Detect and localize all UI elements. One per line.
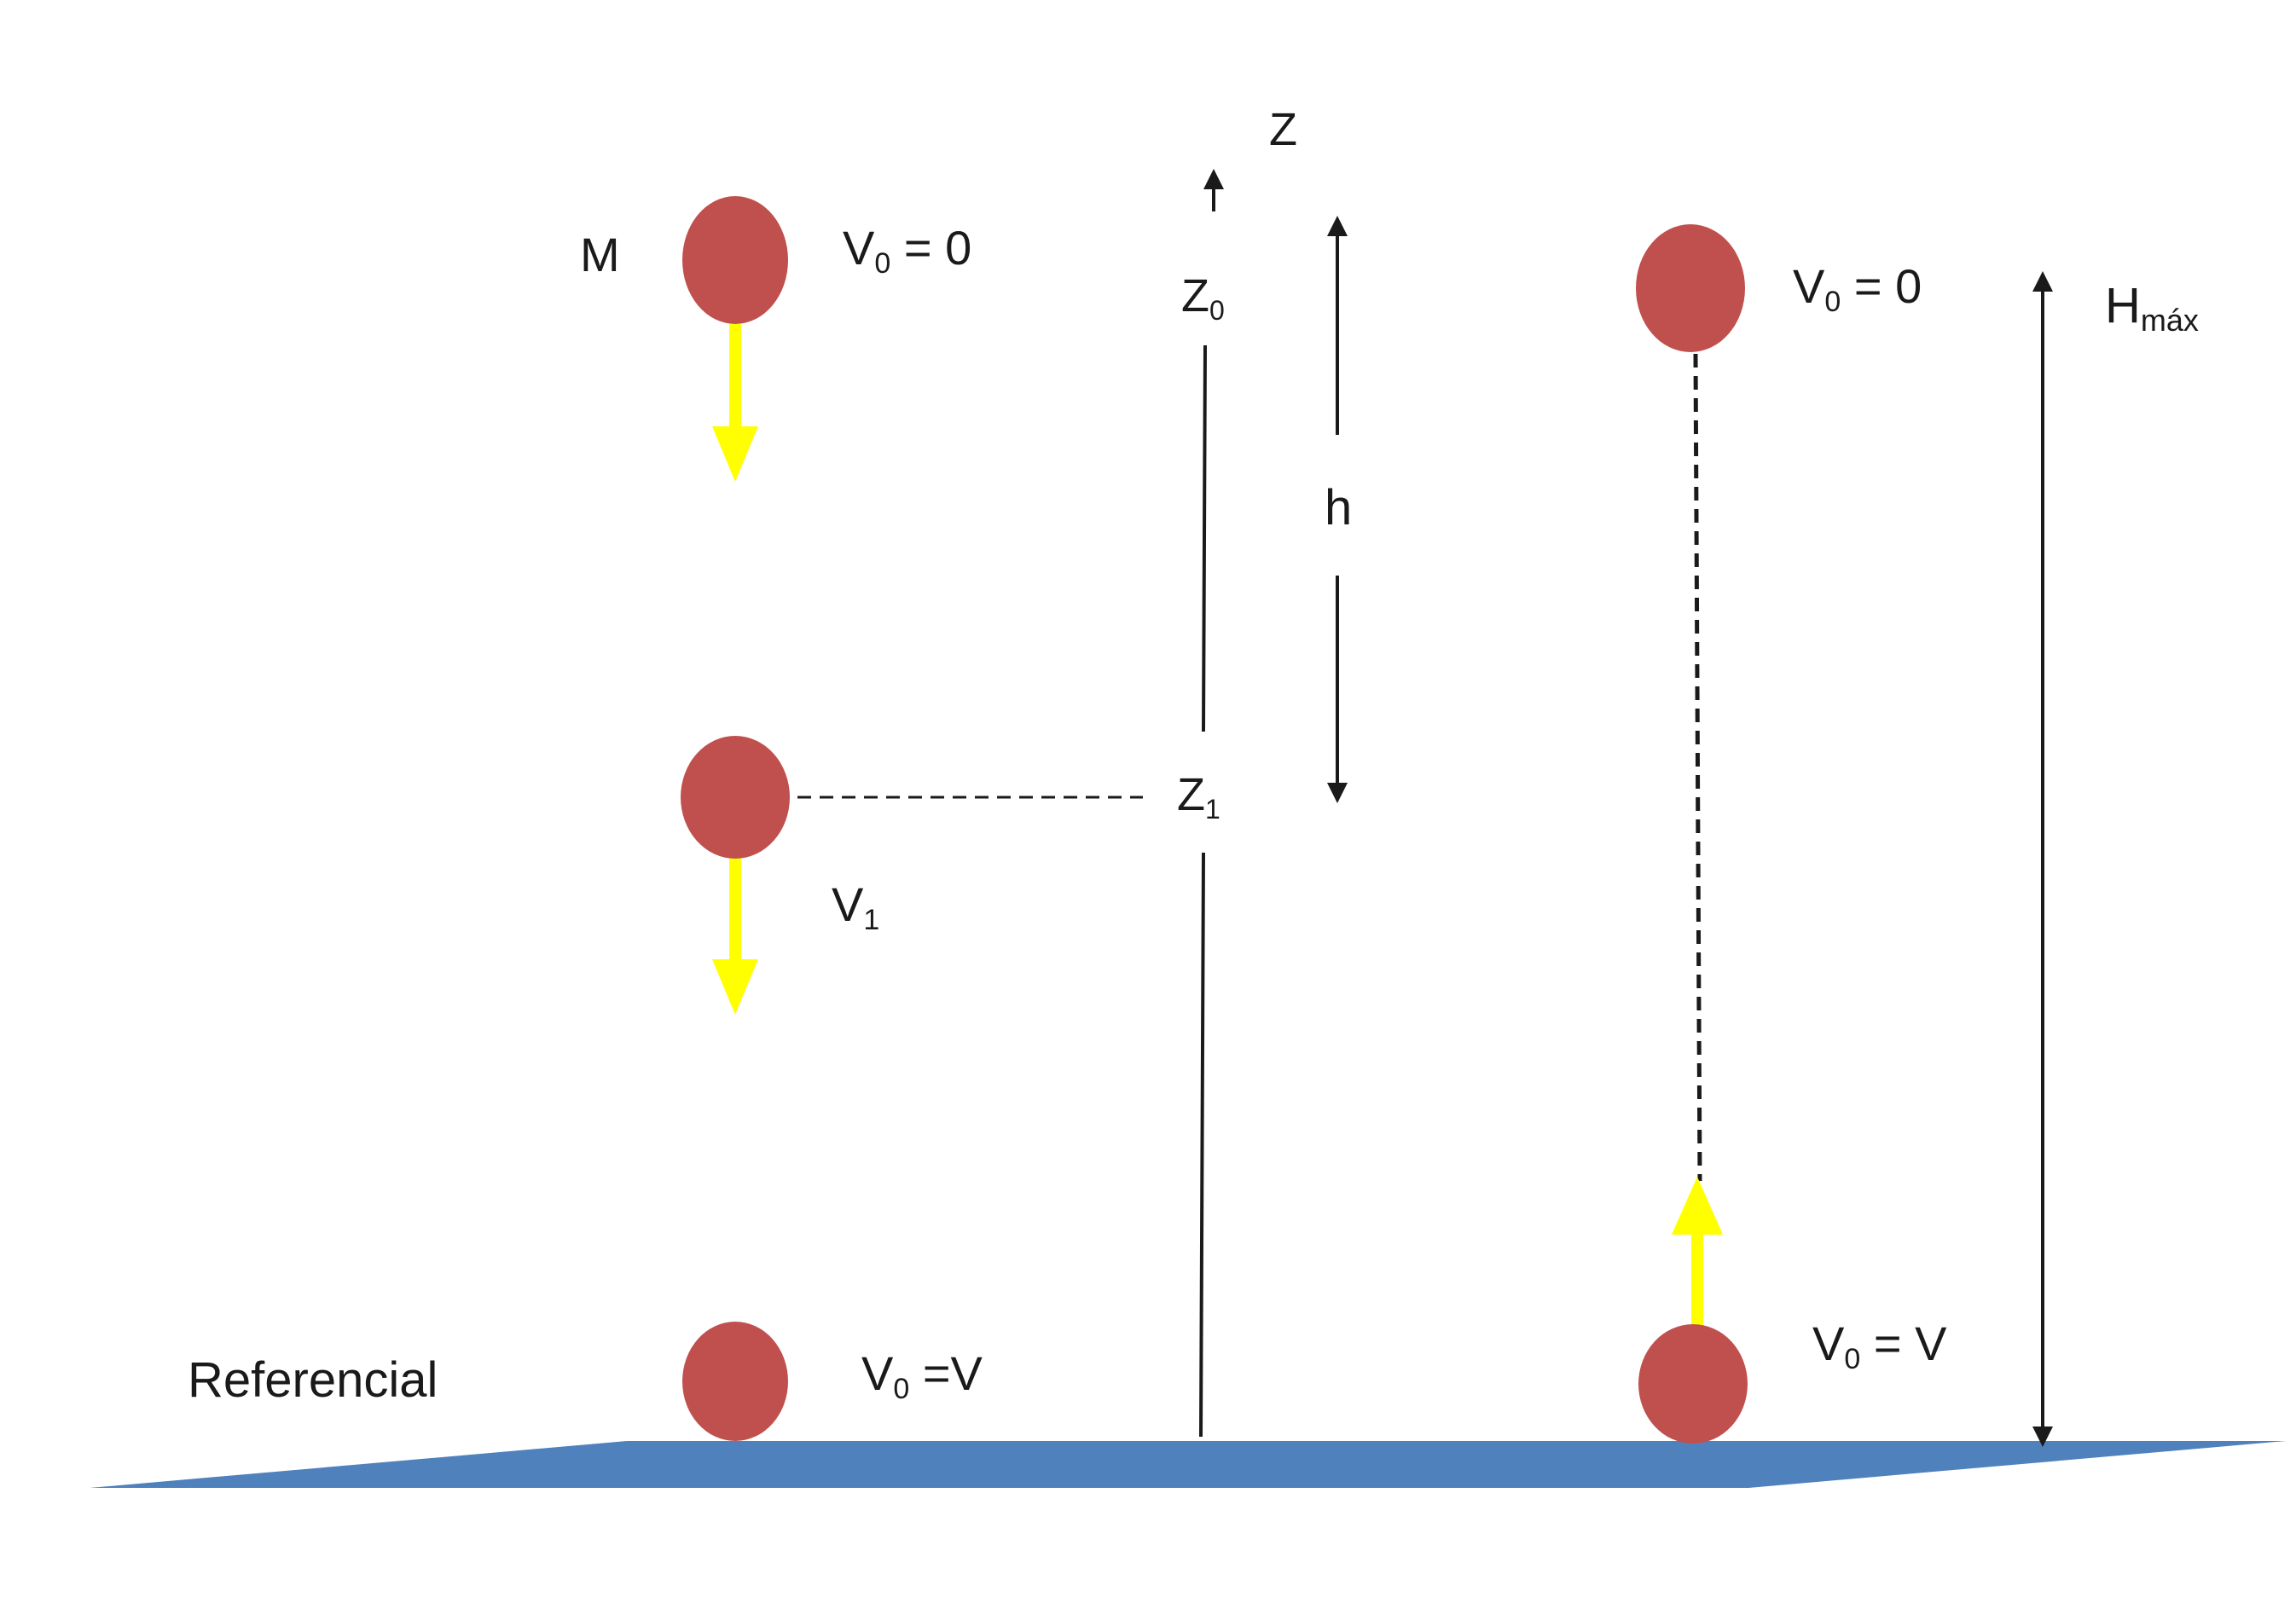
ground-surface [90,1441,2286,1488]
v-sub: 0 [874,247,890,280]
hmax-label: Hmáx [2105,278,2199,338]
z-axis-top [1202,344,1207,732]
v-rest: =V [909,1346,983,1400]
v-main: V [832,877,864,931]
ball-middle-left [681,736,790,859]
v-main: V [1793,259,1825,313]
velocity-arrow-top-icon [712,426,758,482]
top-left-velocity-label: V0 = 0 [843,221,971,280]
z1-label: Z1 [1177,769,1220,825]
z-axis-bottom [1199,852,1205,1438]
v-sub: 0 [1824,286,1841,318]
z-axis-label: Z [1269,104,1297,155]
top-right-velocity-label: V0 = 0 [1793,259,1922,318]
bottom-right-velocity-label: V0 = V [1812,1317,1947,1375]
v-main: V [861,1346,894,1400]
velocity-arrow-mid-icon [712,959,758,1015]
v-main: V [1812,1317,1845,1370]
v-sub: 1 [863,904,879,936]
ball-top-left [682,196,788,324]
ball-top-right [1636,224,1745,352]
v-sub: 0 [893,1373,909,1405]
velocity-arrow-up-icon [1672,1177,1723,1235]
mass-label: M [580,228,620,281]
ball-bottom-right [1638,1324,1748,1444]
v-rest: = 0 [890,221,971,275]
h-sub: máx [2141,303,2199,338]
v-sub: 0 [1844,1343,1860,1375]
reference-label: Referencial [188,1352,438,1408]
z-main: Z [1177,769,1205,820]
mid-left-velocity-label: V1 [832,877,879,936]
v-rest: = V [1860,1317,1947,1370]
z-main: Z [1181,270,1209,321]
h-label: h [1325,480,1352,535]
z-sub: 0 [1209,295,1225,326]
v-main: V [843,221,875,275]
z-sub: 1 [1205,794,1220,825]
bottom-left-velocity-label: V0 =V [861,1346,983,1405]
trajectory-dashed-line [1693,353,1702,1182]
z0-label: Z0 [1181,270,1225,326]
ball-bottom-left [682,1322,788,1441]
h-main: H [2105,278,2141,333]
v-rest: = 0 [1841,259,1922,313]
